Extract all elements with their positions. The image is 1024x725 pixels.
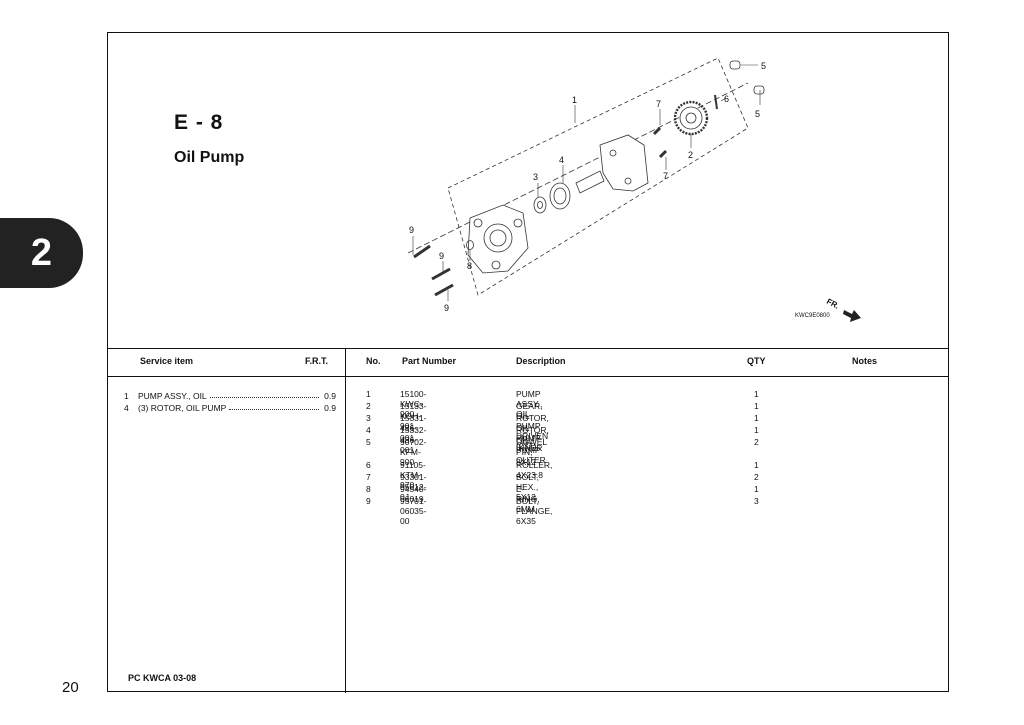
part-number: 15100-KWC-900 — [400, 389, 427, 419]
service-item-frt: 0.9 — [324, 391, 336, 401]
callout-label: 1 — [572, 95, 577, 105]
chapter-tab: 2 — [0, 218, 83, 288]
part-qty: 1 — [754, 389, 759, 399]
callout-label: 6 — [724, 94, 729, 104]
inner-rotor-part — [533, 196, 547, 214]
roller-shaft-part — [575, 170, 605, 194]
driven-gear-part — [673, 100, 709, 136]
chapter-tab-number: 2 — [30, 231, 53, 274]
part-number: 15331-436-001 — [400, 413, 427, 443]
frt-header: F.R.T. — [305, 356, 329, 366]
part-number: 93301-05012-0J — [400, 472, 427, 502]
front-direction-label: FR. — [825, 297, 841, 311]
part-qty: 1 — [754, 413, 759, 423]
callout-label: 5 — [761, 61, 766, 71]
table-column-divider — [345, 348, 346, 693]
no-header: No. — [366, 356, 381, 366]
roller-pin-part — [714, 94, 718, 110]
dowel-pin-part — [729, 60, 765, 95]
part-no: 8 — [366, 484, 371, 494]
service-item-row: 4 (3) ROTOR, OIL PUMP 0.9 — [124, 403, 336, 413]
part-qty: 2 — [754, 437, 759, 447]
outer-rotor-part — [549, 182, 571, 210]
callout-label: 7 — [663, 171, 668, 181]
pump-cover-part — [599, 134, 649, 192]
part-description: PUMP ASSY., OIL — [516, 389, 543, 419]
part-description: DOWEL PIN, 8X12 — [516, 437, 547, 467]
notes-header: Notes — [852, 356, 878, 366]
callout-label: 9 — [409, 225, 414, 235]
service-item-row: 1 PUMP ASSY., OIL 0.9 — [124, 391, 336, 401]
section-title: Oil Pump — [174, 149, 245, 166]
table-header-row: Service item F.R.T. No. Part Number Desc… — [108, 348, 948, 377]
service-item-frt: 0.9 — [324, 403, 336, 413]
diagram-area: E - 8 Oil Pump — [108, 33, 948, 349]
part-description: ROLLER, 4X23.8 — [516, 460, 553, 480]
part-description: ROTOR, OIL PUMP INNER — [516, 413, 549, 453]
part-number: 91105-KTM-970 — [400, 460, 426, 490]
part-description: E-RING, 6MM — [516, 484, 540, 514]
qty-header: QTY — [747, 356, 766, 366]
part-qty: 3 — [754, 496, 759, 506]
callout-label: 3 — [533, 172, 538, 182]
service-item-name: PUMP ASSY., OIL — [138, 391, 207, 401]
part-number: 95701-06035-00 — [400, 496, 427, 526]
part-no: 6 — [366, 460, 371, 470]
hex-bolt-part — [652, 126, 668, 159]
callout-label: 9 — [444, 303, 449, 313]
pump-body-part — [467, 204, 529, 274]
diagram-reference-code: KWC9E0800 — [795, 313, 830, 319]
exploded-parts-diagram: 1 2 3 4 5 5 6 7 7 8 9 9 9 FR. — [407, 57, 861, 322]
flange-bolt-part — [413, 244, 454, 297]
part-description: BOLT, FLANGE, 6X35 — [516, 496, 553, 526]
catalog-footer-code: PC KWCA 03-08 — [128, 673, 197, 683]
part-qty: 2 — [754, 472, 759, 482]
e-ring-part — [466, 240, 474, 250]
leader-dots — [229, 403, 319, 410]
part-description: ROTOR, OIL PUMP OUTER — [516, 425, 549, 465]
part-description: BOLT, HEX., 5X12 — [516, 472, 539, 502]
page-number: 20 — [62, 679, 79, 696]
section-code: E - 8 — [174, 111, 224, 134]
callout-label: 8 — [467, 261, 472, 271]
service-item-name: (3) ROTOR, OIL PUMP — [138, 403, 227, 413]
service-item-number: 1 — [124, 391, 129, 401]
part-number: 94540-06019 — [400, 484, 427, 504]
part-no: 7 — [366, 472, 371, 482]
part-no: 5 — [366, 437, 371, 447]
service-item-header: Service item — [140, 356, 194, 366]
part-qty: 1 — [754, 401, 759, 411]
parts-catalog-frame: E - 8 Oil Pump — [107, 32, 949, 693]
leader-dots — [209, 391, 319, 398]
part-no: 2 — [366, 401, 371, 411]
part-number: 90702-KFM-900 — [400, 437, 427, 467]
part-no: 9 — [366, 496, 371, 506]
part-qty: 1 — [754, 484, 759, 494]
callout-label: 4 — [559, 155, 564, 165]
part-no: 4 — [366, 425, 371, 435]
assembly-outline — [447, 57, 749, 296]
front-arrow-icon — [843, 310, 861, 322]
part-number: 15133-KGH-901 — [400, 401, 427, 431]
part-qty: 1 — [754, 460, 759, 470]
part-no: 1 — [366, 389, 371, 399]
callout-label: 2 — [688, 150, 693, 160]
service-item-number: 4 — [124, 403, 129, 413]
part-description: GEAR, OIL PUMP DRIVEN (23T) — [516, 401, 549, 451]
part-qty: 1 — [754, 425, 759, 435]
description-header: Description — [516, 356, 566, 366]
callout-label: 9 — [439, 251, 444, 261]
callout-label: 7 — [656, 99, 661, 109]
part-number: 15332-436-001 — [400, 425, 427, 455]
part-number-header: Part Number — [402, 356, 457, 366]
callout-label: 5 — [755, 109, 760, 119]
part-no: 3 — [366, 413, 371, 423]
